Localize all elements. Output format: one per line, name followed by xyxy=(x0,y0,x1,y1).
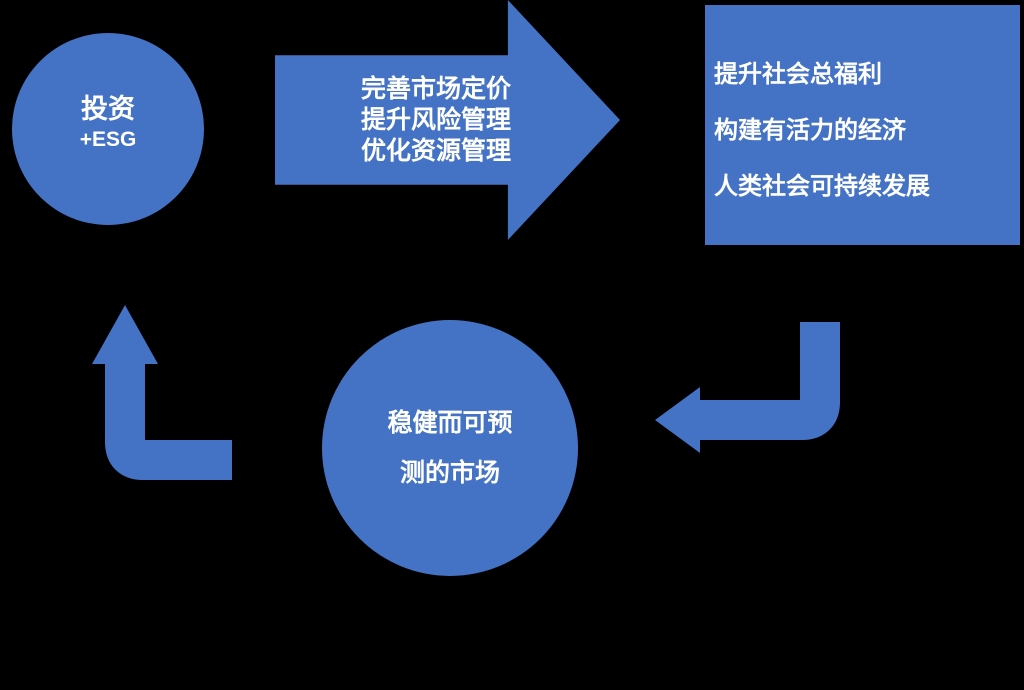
outcome-line-1: 提升社会总福利 xyxy=(714,61,882,88)
process-arrow: 完善市场定价 提升风险管理 优化资源管理 xyxy=(275,0,620,240)
market-circle: 稳健而可预 测的市场 xyxy=(322,320,578,576)
esg-label: +ESG xyxy=(79,128,137,151)
investment-label: 投资 xyxy=(81,94,135,124)
loop-arrow-left-icon xyxy=(655,322,840,453)
process-line-3: 优化资源管理 xyxy=(360,137,511,165)
outcome-line-3: 人类社会可持续发展 xyxy=(714,173,930,200)
market-line-2: 测的市场 xyxy=(399,459,500,487)
process-arrow-text: 完善市场定价 提升风险管理 优化资源管理 xyxy=(303,74,569,167)
loop-arrow-up-icon xyxy=(92,305,232,480)
investment-esg-circle: 投资 +ESG xyxy=(12,33,204,225)
process-line-2: 提升风险管理 xyxy=(360,106,511,134)
outcome-line-2: 构建有活力的经济 xyxy=(714,117,906,144)
outcomes-box: 提升社会总福利 构建有活力的经济 人类社会可持续发展 xyxy=(705,5,1020,245)
process-line-1: 完善市场定价 xyxy=(360,75,511,103)
market-line-1: 稳健而可预 xyxy=(387,409,513,437)
